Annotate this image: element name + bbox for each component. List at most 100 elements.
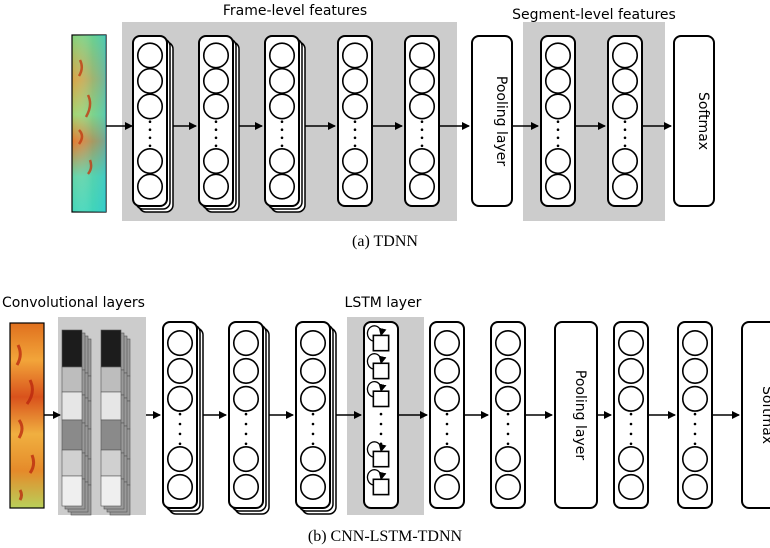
tdnn-layer [132,35,174,213]
neuron [166,330,194,357]
recurrent-loop [366,469,387,486]
ellipsis-dot [214,136,218,140]
ellipsis-dot [420,128,424,132]
neuron [341,93,369,120]
neuron [202,173,230,200]
ellipsis-dot [629,422,633,426]
ellipsis-dot [623,136,627,140]
neuron [617,330,645,357]
neuron [617,446,645,473]
conv-cell [100,366,122,393]
ellipsis-dot [623,120,627,123]
neuron [166,357,194,384]
neuron [611,173,639,200]
neuron [166,385,194,412]
ellipsis-dot [379,432,383,436]
ellipsis-dot [214,128,218,132]
ellipsis-dot [280,128,284,132]
ellipsis-dot [178,412,182,416]
diagram-tdnn: Frame-level features Segment-level featu… [71,3,715,250]
conv-cell [100,475,122,507]
ellipsis-dot [556,136,560,140]
neuron [232,473,260,500]
ellipsis-dot [353,136,357,140]
caption-b: (b) CNN-LSTM-TDNN [308,528,463,545]
diagram-cnn-lstm-tdnn: Convolutional layers LSTM layer Pooling … [2,295,770,545]
ellipsis-dot [379,442,383,446]
neuron [681,473,709,500]
neuron [617,473,645,500]
neuron [408,148,436,175]
neuron [341,42,369,69]
neuron [202,148,230,175]
neuron [268,173,296,200]
tdnn-layers [132,35,672,213]
tdnn-layer [540,35,576,207]
frame-level-label: Frame-level features [223,3,367,19]
spectrogram-input-b [9,322,45,509]
ellipsis-dot [148,128,152,132]
conv-feature-map [100,329,122,507]
neuron [433,330,461,357]
neuron [299,473,327,500]
lstm-cell [372,478,390,496]
conv-cell [100,391,122,421]
ellipsis-dot [311,432,315,436]
neuron [494,330,522,357]
conv-cell [61,329,83,368]
lstm-cell [372,450,390,468]
neuron [611,42,639,69]
conv-feature-map [61,329,83,507]
neuron [232,446,260,473]
conv-cell [100,419,122,451]
lstm-layer [363,321,399,509]
tdnn-layer [337,35,373,207]
neuron [341,173,369,200]
neuron [544,42,572,69]
neuron [617,385,645,412]
neuron [681,446,709,473]
neuron [136,67,164,94]
ellipsis-dot [445,412,449,416]
neuron [136,173,164,200]
neuron [494,357,522,384]
ellipsis-dot [311,442,315,446]
conv-cell [61,419,83,451]
ellipsis-dot [506,422,510,426]
neuron [232,357,260,384]
pooling-layer-box-b: Pooling layer [554,321,598,509]
neuron [433,473,461,500]
ellipsis-dot [629,412,633,416]
ellipsis-dot [693,412,697,416]
pooling-layer-label-b: Pooling layer [572,370,588,460]
conv-cell [61,475,83,507]
neuron [202,67,230,94]
neuron [433,446,461,473]
ellipsis-dot [623,144,627,148]
ellipsis-dot [280,120,284,123]
neuron [268,93,296,120]
ellipsis-dot [445,422,449,426]
neuron [544,173,572,200]
ellipsis-dot [420,136,424,140]
neuron [494,473,522,500]
tdnn-layer-b [295,321,337,515]
cnn-lstm-tdnn-layers [162,321,740,515]
ellipsis-dot [178,422,182,426]
lstm-cell [372,334,390,352]
ellipsis-dot [148,120,152,123]
conv-cell [100,449,122,477]
tdnn-layer [607,35,643,207]
ellipsis-dot [311,412,315,416]
ellipsis-dot [693,442,697,446]
neuron [299,446,327,473]
ellipsis-dot [214,120,218,123]
segment-level-label: Segment-level features [512,7,676,23]
neuron [611,148,639,175]
neuron [136,148,164,175]
neuron [544,148,572,175]
tdnn-layer [404,35,440,207]
neuron [202,42,230,69]
ellipsis-dot [244,412,248,416]
neuron [166,446,194,473]
